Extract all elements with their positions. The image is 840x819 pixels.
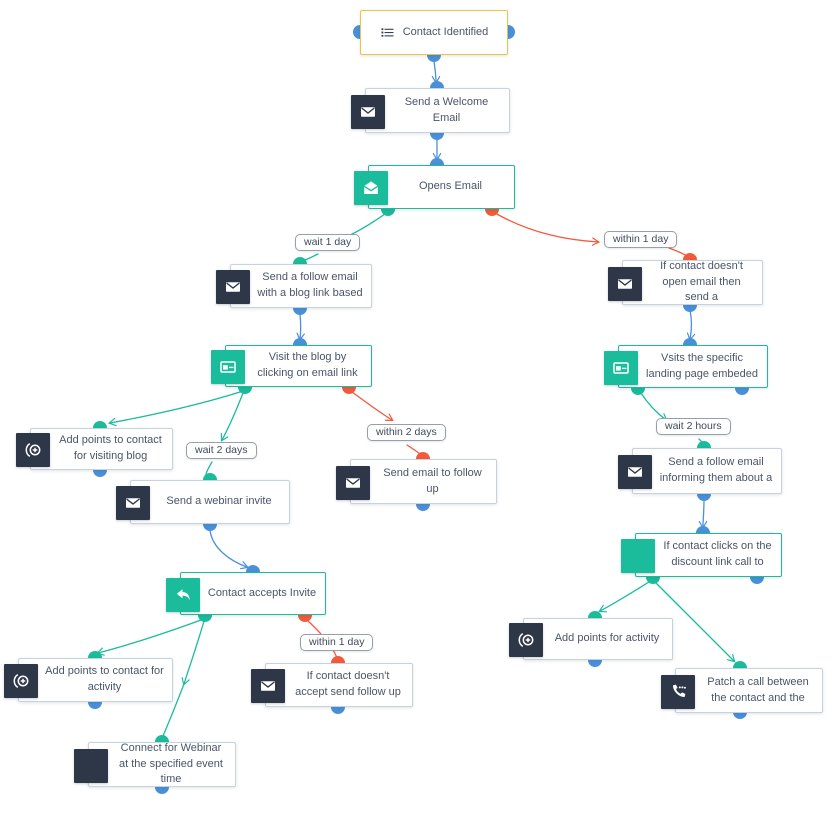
node-opens-email[interactable]: Opens Email bbox=[354, 165, 515, 209]
edge-label-within-2-days[interactable]: within 2 days bbox=[367, 424, 446, 441]
browser-icon bbox=[211, 350, 245, 384]
node-visit-blog[interactable]: Visit the blog by clicking on email link bbox=[211, 345, 372, 387]
node-contact-identified[interactable]: Contact Identified bbox=[360, 10, 508, 55]
edge-visits-landing-page-to-wait-2-hours bbox=[640, 392, 668, 422]
edge-opens-email-to-within-1-day-top bbox=[494, 212, 601, 246]
node-label: Send a webinar invite bbox=[166, 495, 272, 508]
edge-visit-blog-to-add-points-visiting-blog bbox=[107, 391, 241, 427]
node-if-not-open-email[interactable]: If contact doesn't open email then send … bbox=[608, 259, 763, 305]
envelope-icon bbox=[216, 270, 250, 304]
node-label: If contact doesn't open email then send … bbox=[660, 259, 743, 304]
envelope-icon bbox=[618, 455, 652, 489]
edge-visit-blog-to-wait-2-days bbox=[220, 392, 244, 442]
node-label: Contact Identified bbox=[402, 25, 489, 38]
envelope-icon bbox=[336, 465, 370, 500]
edge-send-follow-email-informing-to-if-clicks-discount-link bbox=[698, 499, 708, 530]
edge-visit-blog-to-within-2-days bbox=[351, 391, 394, 422]
node-add-points-activity[interactable]: Add points to contact for activity bbox=[4, 658, 173, 702]
envelope-icon bbox=[351, 94, 385, 129]
node-label: Contact accepts Invite bbox=[207, 586, 317, 599]
node-add-points-for-activity[interactable]: Add points for activity bbox=[509, 618, 673, 660]
edge-send-follow-blog-email-to-visit-blog bbox=[296, 313, 305, 342]
envelope-icon bbox=[116, 486, 150, 520]
node-label: Add points for activity bbox=[554, 632, 660, 645]
node-send-webinar-invite[interactable]: Send a webinar invite bbox=[116, 480, 290, 524]
node-label: Send a Welcome Email bbox=[404, 95, 489, 124]
node-patch-call[interactable]: Patch a call between the contact and the bbox=[661, 668, 823, 713]
edge-contact-accepts-invite-to-connect-webinar-mid bbox=[181, 620, 205, 687]
node-connect-webinar[interactable]: Connect for Webinar at the specified eve… bbox=[74, 741, 236, 787]
edge-label-wait-2-hours[interactable]: wait 2 hours bbox=[656, 418, 731, 435]
edge-contact-identified-to-send-welcome-email bbox=[431, 60, 441, 85]
node-send-follow-email-informing[interactable]: Send a follow email informing them about… bbox=[618, 448, 782, 494]
edge-label-within-1-day-bottom[interactable]: within 1 day bbox=[300, 634, 374, 651]
node-label: Send email to follow up bbox=[383, 466, 482, 495]
node-label: Add points to contact for visiting blog bbox=[59, 434, 162, 462]
browser-icon bbox=[604, 350, 638, 385]
node-label: Add points to contact for activity bbox=[45, 665, 164, 693]
node-label: If contact clicks on the discount link c… bbox=[663, 540, 772, 568]
envelope-icon bbox=[608, 266, 642, 301]
edge-label-within-1-day-top[interactable]: within 1 day bbox=[604, 231, 678, 248]
edge-connect-webinar-mid-to-connect-webinar bbox=[162, 683, 185, 737]
node-label: Send a follow email informing them about… bbox=[659, 456, 773, 484]
points-icon bbox=[16, 433, 50, 467]
node-send-follow-blog-email[interactable]: Send a follow email with a blog link bas… bbox=[216, 264, 372, 308]
node-label: Vsits the specific landing page embeded bbox=[646, 351, 758, 380]
node-label: Opens Email bbox=[419, 180, 482, 193]
reply-icon bbox=[166, 577, 200, 612]
points-icon bbox=[4, 664, 38, 698]
envelope-open-icon bbox=[354, 171, 388, 205]
node-if-clicks-discount-link[interactable]: If contact clicks on the discount link c… bbox=[621, 533, 782, 577]
points-icon bbox=[509, 623, 543, 657]
node-add-points-visiting-blog[interactable]: Add points to contact for visiting blog bbox=[16, 428, 173, 470]
edge-contact-accepts-invite-to-add-points-activity bbox=[95, 619, 202, 656]
node-label: Send a follow email with a blog link bas… bbox=[257, 271, 363, 299]
edge-label-wait-2-days[interactable]: wait 2 days bbox=[186, 442, 257, 459]
envelope-icon bbox=[251, 669, 285, 703]
edge-if-clicks-discount-link-to-add-points-for-activity bbox=[598, 581, 650, 613]
edge-if-clicks-discount-link-to-patch-call bbox=[655, 582, 736, 663]
blank-icon bbox=[74, 748, 108, 783]
phone-icon bbox=[661, 674, 695, 709]
node-label: Visit the blog by clicking on email link bbox=[257, 351, 358, 379]
node-label: Patch a call between the contact and the bbox=[707, 675, 809, 704]
node-contact-accepts-invite[interactable]: Contact accepts Invite bbox=[166, 572, 326, 615]
node-if-not-accept-follow-up[interactable]: If contact doesn't accept send follow up bbox=[251, 663, 413, 707]
node-visits-landing-page[interactable]: Vsits the specific landing page embeded bbox=[604, 345, 768, 388]
node-label: If contact doesn't accept send follow up bbox=[295, 670, 401, 698]
node-label: Connect for Webinar at the specified eve… bbox=[119, 741, 223, 786]
edge-send-webinar-invite-to-contact-accepts-invite bbox=[209, 529, 249, 570]
blank-icon bbox=[621, 539, 655, 573]
edge-label-wait-1-day[interactable]: wait 1 day bbox=[295, 234, 361, 251]
node-send-email-follow-up[interactable]: Send email to follow up bbox=[336, 459, 497, 504]
node-send-welcome-email[interactable]: Send a Welcome Email bbox=[351, 88, 510, 133]
list-icon bbox=[380, 25, 395, 40]
edge-if-not-open-email-to-visits-landing-page bbox=[686, 309, 696, 342]
